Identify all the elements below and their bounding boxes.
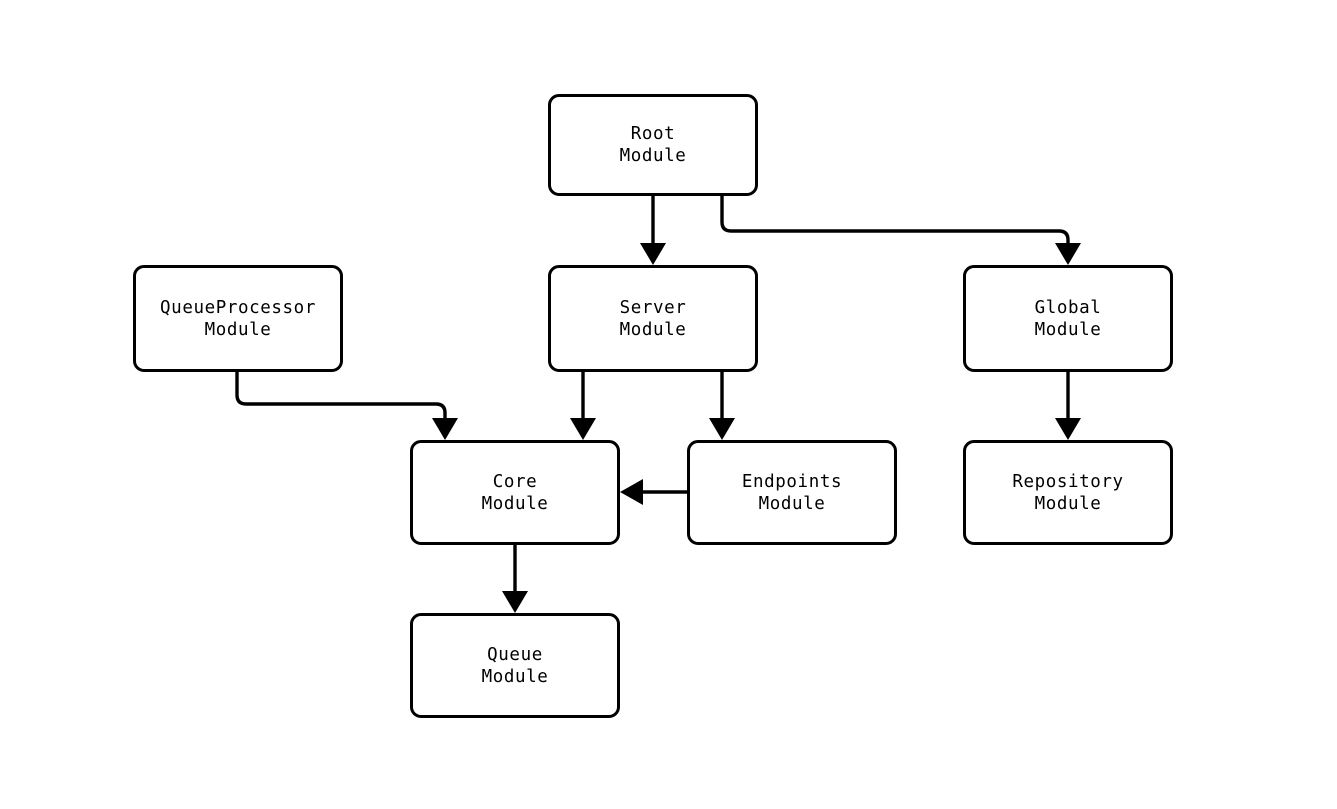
edge-server-to-core (570, 372, 596, 440)
node-core-module[interactable]: Core Module (410, 440, 620, 545)
node-repository-module-line2: Module (1034, 493, 1102, 514)
edge-core-to-queue (502, 545, 528, 613)
node-core-module-line2: Module (481, 493, 549, 514)
edge-global-to-repository (1055, 372, 1081, 440)
node-queueprocessor-module-line1: QueueProcessor (160, 297, 316, 318)
node-endpoints-module-line1: Endpoints (741, 471, 843, 492)
node-core-module-line1: Core (492, 471, 538, 492)
node-endpoints-module-line2: Module (758, 493, 826, 514)
edge-root-to-server (640, 196, 666, 265)
node-queue-module[interactable]: Queue Module (410, 613, 620, 718)
node-queueprocessor-module[interactable]: QueueProcessor Module (133, 265, 343, 372)
node-server-module[interactable]: Server Module (548, 265, 758, 372)
node-queue-module-line2: Module (481, 666, 549, 687)
edge-endpoints-to-core (620, 479, 687, 505)
node-root-module[interactable]: Root Module (548, 94, 758, 196)
node-queue-module-line1: Queue (487, 644, 543, 665)
node-queueprocessor-module-line2: Module (204, 319, 272, 340)
node-global-module-line2: Module (1034, 319, 1102, 340)
edge-queueprocessor-to-core (235, 372, 458, 440)
edge-root-to-global (720, 196, 1081, 265)
node-server-module-line1: Server (619, 297, 687, 318)
node-global-module[interactable]: Global Module (963, 265, 1173, 372)
node-root-module-line2: Module (619, 146, 687, 166)
node-server-module-line2: Module (619, 319, 687, 340)
node-repository-module[interactable]: Repository Module (963, 440, 1173, 545)
edge-server-to-endpoints (709, 372, 735, 440)
node-endpoints-module[interactable]: Endpoints Module (687, 440, 897, 545)
node-global-module-line1: Global (1034, 297, 1102, 318)
node-root-module-line1: Root (630, 124, 676, 144)
node-repository-module-line1: Repository (1012, 471, 1124, 492)
